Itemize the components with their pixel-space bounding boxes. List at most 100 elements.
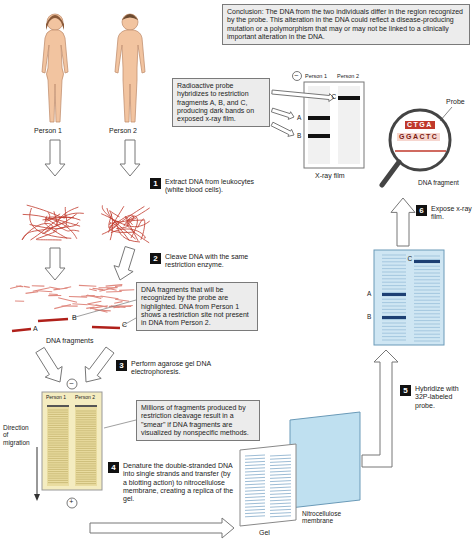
dna-fragment (101, 296, 119, 299)
gel-band (245, 509, 265, 510)
probe-band (382, 293, 406, 296)
dna-fragment (106, 285, 123, 287)
note-text: Extract DNA from leukocytes (white blood… (165, 178, 255, 195)
dna-strand (110, 211, 120, 240)
membrane-band (382, 265, 406, 266)
smear-band (48, 482, 68, 483)
dna-fragment (99, 287, 118, 288)
membrane-band (414, 286, 440, 287)
dna-strand (395, 150, 446, 152)
membrane-band (414, 313, 440, 314)
membrane-band (414, 317, 440, 318)
membrane-band (382, 340, 406, 341)
membrane-band (382, 289, 406, 290)
part-label: Person 2 (337, 73, 359, 79)
part-label: C (122, 321, 127, 329)
dna-fragment (106, 291, 122, 293)
smear-band (76, 468, 96, 469)
hair (46, 15, 64, 30)
gel-band (245, 468, 265, 469)
probe-fragment (92, 327, 120, 328)
smear-band (76, 446, 96, 447)
smear-band (48, 438, 68, 439)
part-label: – (70, 379, 74, 387)
smear-band (76, 441, 96, 442)
smear-band (76, 439, 96, 440)
membrane-band (414, 337, 440, 338)
conclusion-box: Conclusion: The DNA from the two individ… (222, 4, 470, 45)
smear-band (48, 480, 68, 481)
gel-band (245, 455, 265, 456)
gel-band (270, 477, 291, 478)
smear-band (48, 454, 68, 455)
dna-fragment (24, 286, 30, 287)
gel-band (270, 509, 291, 510)
dna-fragment (115, 299, 129, 301)
membrane-band (382, 282, 406, 283)
callout-number: 5 (400, 385, 411, 396)
part-label: DNA fragments (46, 337, 93, 345)
gel-band (245, 484, 265, 485)
gel-lane (47, 405, 69, 486)
dna-fragment (98, 289, 105, 291)
membrane-band (414, 256, 440, 257)
callout-number: 3 (116, 360, 127, 371)
smear-band (76, 430, 96, 431)
membrane-band (414, 310, 440, 311)
part-label: DNA fragment (418, 179, 459, 186)
smear-band (48, 443, 68, 444)
gel-band (270, 503, 291, 504)
smear-band (76, 474, 96, 475)
gel-band (270, 506, 291, 507)
gel-band (270, 468, 291, 469)
part-label: C (408, 255, 413, 262)
membrane-band (382, 275, 406, 276)
membrane-band (382, 309, 406, 310)
gel-band (245, 477, 265, 478)
dna-strand (138, 219, 145, 240)
membrane-band (382, 255, 406, 256)
smear-band (76, 448, 96, 449)
callout-box: DNA fragments that will be recognized by… (136, 282, 258, 331)
membrane-band (414, 334, 440, 335)
smear-band (76, 444, 96, 445)
membrane-band (414, 324, 440, 325)
smear-band (48, 418, 68, 419)
gel-slab (240, 444, 296, 526)
gel-band (270, 487, 291, 488)
smear-band (76, 461, 96, 462)
note-text: Perform agarose gel DNA electrophoresis. (131, 360, 211, 377)
step-label: 4 Denature the double-stranded DNA into s… (108, 462, 234, 507)
membrane-band (382, 292, 406, 293)
leader-line (104, 420, 136, 428)
magnifier-handle (382, 162, 399, 185)
membrane-band (414, 327, 440, 328)
part-label: Person 2 (75, 395, 95, 401)
smear-band (76, 415, 96, 416)
gel-band (270, 455, 291, 456)
membrane-band (382, 336, 406, 337)
migration-arrow (37, 447, 38, 495)
membrane-band (382, 333, 406, 334)
callout-number: 4 (108, 462, 119, 473)
gel-band (245, 503, 265, 504)
membrane-band (414, 276, 440, 277)
note-text: Denature the double-stranded DNA into si… (123, 462, 234, 503)
dna-strand (107, 208, 150, 222)
sequence-label: CTGA (405, 121, 435, 129)
flow-arrow (36, 347, 62, 382)
smear-band (48, 476, 68, 477)
gel-band (270, 500, 291, 501)
part-label: Person 1 (305, 73, 327, 79)
gel-band (245, 513, 265, 514)
head (47, 14, 63, 30)
head (122, 14, 138, 30)
part-label: + (69, 498, 73, 506)
leader-line (440, 107, 452, 121)
smear-band (76, 426, 96, 427)
smear-band (76, 450, 96, 451)
note-text: Expose x-ray film. (431, 205, 472, 222)
smear-band (76, 481, 96, 482)
gel-band (245, 506, 265, 507)
